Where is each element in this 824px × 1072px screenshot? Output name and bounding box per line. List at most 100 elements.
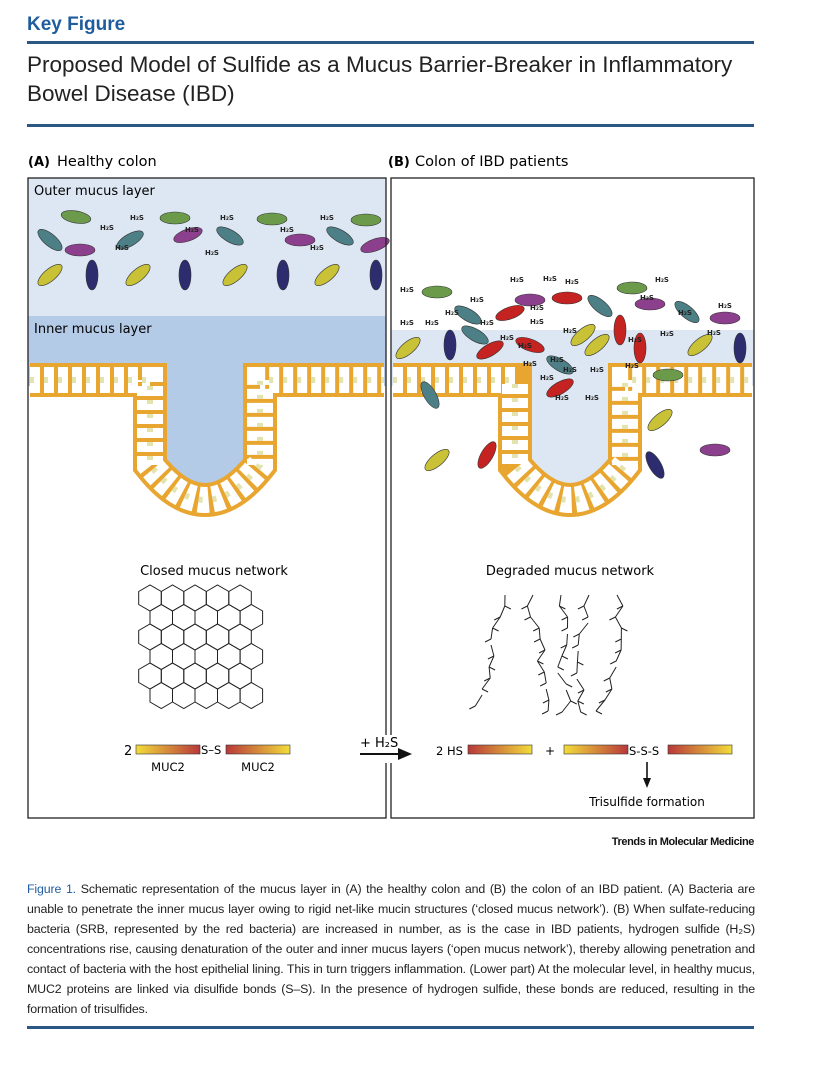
- cell-nuclei: [30, 377, 384, 503]
- sulfate-reducing-bacterium: [613, 314, 627, 346]
- degraded-mucus-network: [469, 594, 628, 716]
- bacterium: [546, 355, 574, 375]
- bacterium: [709, 311, 741, 325]
- h2s-label: H₂S: [310, 244, 324, 252]
- broken-mesh-segment: [609, 649, 622, 665]
- hexagon-mesh: [228, 623, 252, 651]
- h2s-label: H₂S: [555, 394, 569, 402]
- broken-mesh-segment: [581, 605, 589, 621]
- sulfate-reducing-bacterium: [477, 441, 497, 469]
- trisulfide-bar-1: [563, 744, 629, 755]
- broken-mesh-segment: [484, 627, 494, 643]
- broken-mesh-segment: [576, 650, 584, 666]
- hexagon-mesh: [183, 662, 207, 690]
- h2s-label: H₂S: [400, 286, 414, 294]
- h2s-label: H₂S: [400, 319, 414, 327]
- hexagon-mesh: [239, 603, 264, 632]
- panel-a-frame: [27, 177, 387, 819]
- hexagon-mesh: [183, 584, 207, 612]
- h2s-label: H₂S: [205, 249, 219, 257]
- bacterium: [454, 305, 482, 325]
- hexagon-mesh: [138, 623, 162, 651]
- h2s-label: H₂S: [585, 394, 599, 402]
- broken-mesh-segment: [483, 666, 491, 682]
- h2s-label: H₂S: [425, 319, 439, 327]
- broken-mesh-segment: [469, 694, 483, 710]
- h2s-label: H₂S: [660, 330, 674, 338]
- hexagon-mesh: [172, 681, 196, 710]
- broken-mesh-segment: [595, 699, 606, 715]
- broken-mesh-segment: [605, 677, 613, 693]
- broken-mesh-segment: [577, 700, 587, 716]
- broken-mesh-segment: [538, 638, 546, 654]
- figure-diagram: (A) Healthy colon (B) Colon of IBD patie…: [27, 154, 755, 819]
- bacterium: [60, 210, 92, 224]
- broken-mesh-segment: [504, 594, 512, 610]
- broken-mesh-segment: [558, 605, 569, 621]
- broken-mesh-segment: [488, 655, 496, 671]
- hexagon-mesh: [239, 681, 264, 710]
- broken-mesh-segment: [542, 688, 550, 704]
- bacterium: [284, 233, 316, 247]
- broken-mesh-segment: [493, 605, 506, 621]
- panel-b-label: Colon of IBD patients: [415, 154, 568, 170]
- hexagon-mesh: [138, 662, 162, 690]
- hexagon-mesh: [205, 584, 230, 612]
- sulfate-reducing-bacterium: [551, 291, 583, 305]
- trisulfide-bar-2: [667, 744, 733, 755]
- bacterium: [424, 449, 450, 471]
- h2s-label: H₂S: [480, 319, 494, 327]
- panel-b-tag: (B): [388, 155, 410, 170]
- bottom-rule: [27, 1026, 754, 1029]
- bacterium: [570, 324, 596, 346]
- bacterium: [616, 281, 648, 295]
- broken-mesh-segment: [577, 689, 585, 705]
- sulfate-reducing-bacterium: [546, 378, 574, 398]
- bacterium: [733, 332, 747, 364]
- bacterium: [350, 213, 382, 227]
- bacterium: [645, 451, 665, 479]
- muc2-label-1: MUC2: [151, 760, 185, 774]
- bacterium: [514, 293, 546, 307]
- arrow-gap: [350, 735, 420, 763]
- top-rule: [27, 41, 754, 44]
- bacterium: [420, 381, 440, 409]
- broken-mesh-segment: [615, 627, 622, 643]
- bacterium: [37, 264, 63, 286]
- hexagon-mesh: [205, 662, 230, 690]
- broken-mesh-segment: [557, 672, 573, 688]
- h2s-label: H₂S: [510, 276, 524, 284]
- sulfate-reducing-bacterium: [515, 337, 545, 353]
- closed-network-label: Closed mucus network: [140, 564, 288, 579]
- broken-mesh-segment: [614, 638, 622, 654]
- broken-mesh-segment: [530, 616, 540, 632]
- broken-mesh-segment: [561, 616, 569, 632]
- muc2-label-2: MUC2: [241, 760, 275, 774]
- hexagon-mesh: [194, 603, 218, 632]
- broken-mesh-segment: [536, 660, 545, 676]
- panel-a-tag: (A): [28, 155, 50, 170]
- h2s-label: H₂S: [628, 336, 642, 344]
- h2s-label: H₂S: [550, 356, 564, 364]
- hexagon-mesh: [217, 681, 241, 710]
- bacterium: [360, 237, 390, 253]
- hexagon-mesh: [160, 662, 185, 690]
- broken-mesh-segment: [603, 666, 617, 682]
- outer-mucus-label: Outer mucus layer: [34, 184, 156, 199]
- panel-a-label: Healthy colon: [57, 154, 157, 170]
- cell-nuclei: [393, 377, 752, 503]
- bacterium: [85, 259, 99, 291]
- broken-mesh-segment: [481, 677, 491, 693]
- muc2-bar-2: [225, 744, 291, 755]
- h2s-label: H₂S: [470, 296, 484, 304]
- broken-mesh-segment: [541, 699, 550, 715]
- down-arrowhead: [643, 778, 651, 788]
- h2s-label: H₂S: [655, 276, 669, 284]
- bacterium: [37, 229, 63, 251]
- hexagon-mesh: [172, 642, 196, 671]
- hs-bar: [467, 744, 533, 755]
- h2s-label: H₂S: [523, 360, 537, 368]
- hexagon-mesh: [228, 662, 252, 690]
- bacterium: [276, 259, 290, 291]
- reaction-arrowhead: [398, 748, 412, 760]
